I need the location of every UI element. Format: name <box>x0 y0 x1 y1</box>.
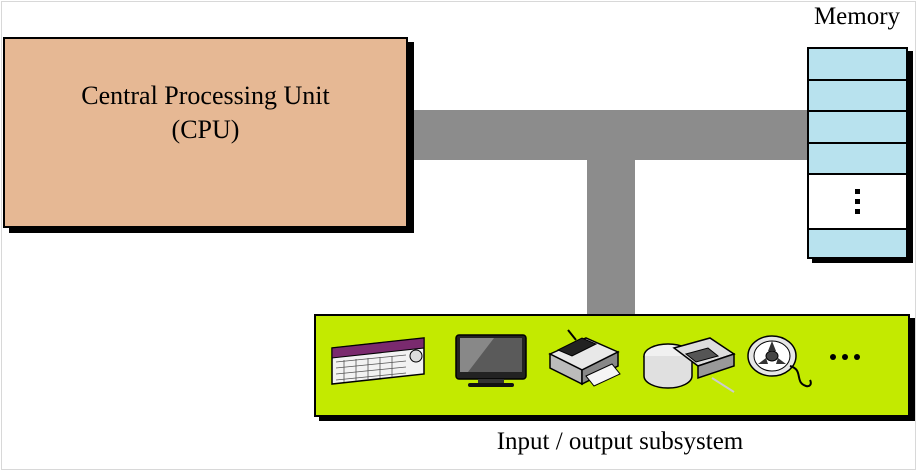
memory-label: Memory <box>813 3 901 30</box>
memory-cell <box>809 144 906 175</box>
more-devices-ellipsis-icon <box>830 354 860 360</box>
cpu-label-line1: Central Processing Unit <box>81 80 330 110</box>
cpu-box: Central Processing Unit (CPU) <box>3 37 408 228</box>
memory-cell <box>809 49 906 81</box>
keyboard-icon <box>331 337 425 385</box>
memory-ellipsis-icon <box>809 189 906 219</box>
memory-gap <box>809 175 906 230</box>
monitor-icon <box>455 334 527 387</box>
io-subsystem-label: Input / output subsystem <box>496 428 744 455</box>
memory-block <box>807 47 908 259</box>
printer-icon <box>548 329 621 387</box>
cpu-label-line2: (CPU) <box>171 114 240 144</box>
memory-cell <box>809 230 906 257</box>
system-bus-horizontal <box>412 110 810 160</box>
memory-cell <box>809 112 906 144</box>
tape-reel-icon <box>747 335 812 388</box>
memory-cell <box>809 81 906 112</box>
system-bus-vertical <box>587 160 635 314</box>
disk-drive-icon <box>643 337 736 393</box>
